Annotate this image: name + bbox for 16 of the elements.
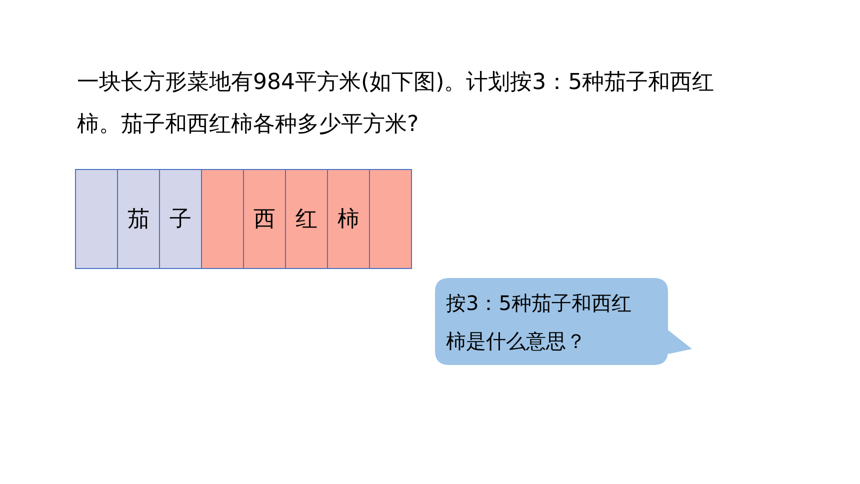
bubble-text: 按3：5种茄子和西红柿是什么意思？ xyxy=(446,290,632,355)
segment-label: 茄 xyxy=(128,206,150,234)
bar-segment xyxy=(117,169,160,269)
segment-label: 红 xyxy=(296,206,318,234)
bar-segment xyxy=(369,169,412,269)
segment-label: 子 xyxy=(170,206,192,234)
segment-label: 西 xyxy=(254,206,276,234)
bar-segment xyxy=(201,169,244,269)
bar-segment xyxy=(75,169,118,269)
bar-segment xyxy=(243,169,286,269)
bar-segment xyxy=(285,169,328,269)
bar-segment xyxy=(327,169,370,269)
question-text: 一块长方形菜地有984平方米(如下图)。计划按3：5种茄子和西红柿。茄子和西红柿各种多少平方米? xyxy=(77,69,716,139)
segment-label: 柿 xyxy=(338,206,360,234)
speech-bubble xyxy=(435,278,693,365)
bar-segment xyxy=(159,169,202,269)
